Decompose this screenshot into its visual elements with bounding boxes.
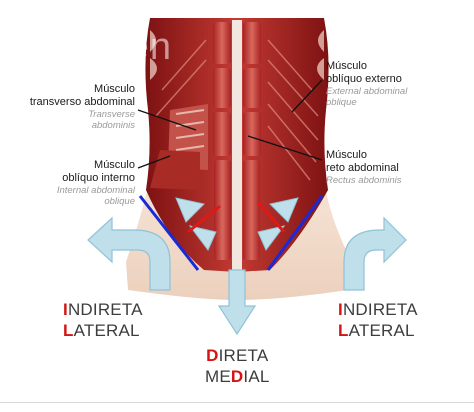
hernia-text: NDIRETA bbox=[342, 300, 418, 319]
hernia-line-1: DIRETA bbox=[205, 345, 270, 366]
label-pt-line: reto abdominal bbox=[326, 162, 399, 174]
hernia-line-1: INDIRETA bbox=[338, 299, 418, 320]
triangle-right-upper bbox=[268, 197, 299, 223]
label-latin-line: abdominis bbox=[91, 120, 135, 131]
watermark: FitSeven bbox=[14, 26, 172, 68]
hernia-line-2: LATERAL bbox=[63, 320, 143, 341]
label-latin-line: Transverse bbox=[88, 109, 135, 120]
hernia-text: NDIRETA bbox=[67, 300, 143, 319]
label-pt-line: transverso abdominal bbox=[29, 96, 135, 108]
arrow-left bbox=[87, 216, 171, 291]
inguinal-line-left bbox=[138, 195, 200, 271]
label-latin-line: oblique bbox=[326, 97, 357, 108]
inguinal-line-right bbox=[266, 195, 324, 271]
label-pt-line: Músculo bbox=[326, 60, 367, 72]
hernia-line-2: LATERAL bbox=[338, 320, 418, 341]
label-latin-line: Internal abdominal bbox=[56, 185, 135, 196]
label-external-oblique: Músculo oblíquo externo External abdomin… bbox=[326, 60, 407, 108]
rectus-abdominis bbox=[213, 22, 261, 260]
highlight-letter: I bbox=[338, 300, 343, 319]
highlight-letter: I bbox=[63, 300, 68, 319]
hernia-text: ME bbox=[205, 367, 231, 386]
arrow-right bbox=[343, 216, 407, 291]
arrow-down bbox=[217, 269, 257, 336]
label-pt-line: oblíquo interno bbox=[62, 172, 135, 184]
triangle-left-lower bbox=[188, 225, 217, 251]
highlight-letter: D bbox=[230, 367, 244, 386]
label-pt-line: Músculo bbox=[326, 149, 367, 161]
highlight-letter: L bbox=[338, 321, 349, 340]
red-marker-left bbox=[187, 204, 221, 234]
triangle-left-upper bbox=[175, 197, 206, 223]
leader-lines bbox=[137, 79, 323, 169]
highlight-letter: L bbox=[63, 321, 74, 340]
divider bbox=[0, 402, 474, 403]
label-transverse-abdominis: Músculo transverso abdominal Transverse … bbox=[30, 83, 135, 131]
label-latin-line: External abdominal bbox=[326, 86, 408, 97]
hernia-direct-medial: DIRETA MEDIAL bbox=[205, 345, 270, 387]
label-pt-line: oblíquo externo bbox=[326, 73, 402, 85]
label-internal-oblique: Músculo oblíquo interno Internal abdomin… bbox=[57, 159, 135, 207]
hernia-indirect-lateral-left: INDIRETA LATERAL bbox=[63, 299, 143, 341]
triangle-right-lower bbox=[257, 225, 286, 251]
label-pt-line: Músculo bbox=[94, 159, 135, 171]
hernia-line-2: MEDIAL bbox=[205, 366, 270, 387]
label-latin-line: Rectus abdominis bbox=[326, 175, 402, 186]
hernia-indirect-lateral-right: INDIRETA LATERAL bbox=[338, 299, 418, 341]
label-rectus-abdominis: Músculo reto abdominal Rectus abdominis bbox=[326, 149, 402, 186]
highlight-letter: D bbox=[206, 346, 219, 365]
linea-alba bbox=[232, 20, 242, 270]
hernia-text: IRETA bbox=[218, 346, 269, 365]
hernia-text: IAL bbox=[243, 367, 270, 386]
hernia-line-1: INDIRETA bbox=[63, 299, 143, 320]
transversus-window bbox=[150, 104, 208, 190]
label-latin-line: oblique bbox=[104, 196, 135, 207]
label-pt-line: Músculo bbox=[94, 83, 135, 95]
red-marker-right bbox=[256, 201, 286, 233]
serratus-hint bbox=[150, 30, 324, 80]
hernia-text: ATERAL bbox=[348, 321, 415, 340]
hernia-text: ATERAL bbox=[73, 321, 140, 340]
